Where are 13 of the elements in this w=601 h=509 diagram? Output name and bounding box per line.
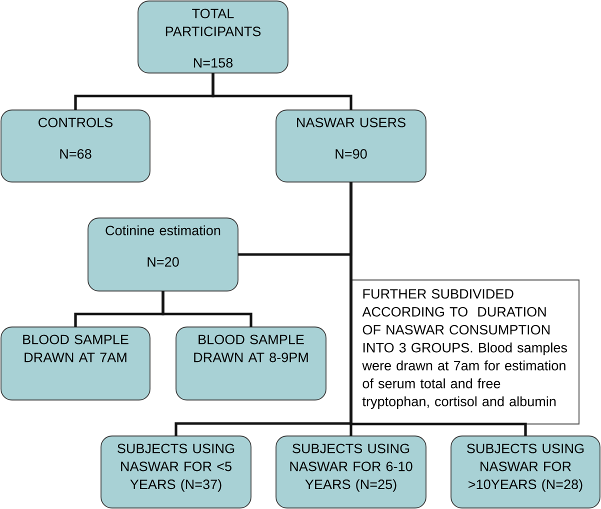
process-box: NASWAR USERS N=90 bbox=[276, 110, 426, 182]
connector-line bbox=[162, 291, 252, 327]
process-box: BLOOD SAMPLE DRAWN AT 7AM bbox=[0, 326, 150, 400]
note-box: FURTHER SUBDIVIDED ACCORDING TO DURATION OF NASWAR CONSUMPTION INTO 3 GROUPS. Blood samples were drawn at 7am for estimation of serum total and free tryptophan, cortisol and albumin bbox=[350, 280, 580, 424]
process-box: SUBJECTS USING NASWAR FOR >10YEARS (N=28) bbox=[450, 436, 600, 508]
connector-line bbox=[350, 182, 527, 436]
process-box: TOTAL PARTICIPANTS N=158 bbox=[138, 0, 288, 74]
process-box: BLOOD SAMPLE DRAWN AT 8-9PM bbox=[176, 326, 326, 400]
process-box: Cotinine estimation N=20 bbox=[88, 218, 238, 292]
process-box: SUBJECTS USING NASWAR FOR 6-10 YEARS (N=25) bbox=[276, 436, 426, 508]
process-box: CONTROLS N=68 bbox=[0, 110, 150, 182]
process-box: SUBJECTS USING NASWAR FOR <5 YEARS (N=37) bbox=[100, 436, 252, 508]
connector-line bbox=[212, 73, 352, 110]
